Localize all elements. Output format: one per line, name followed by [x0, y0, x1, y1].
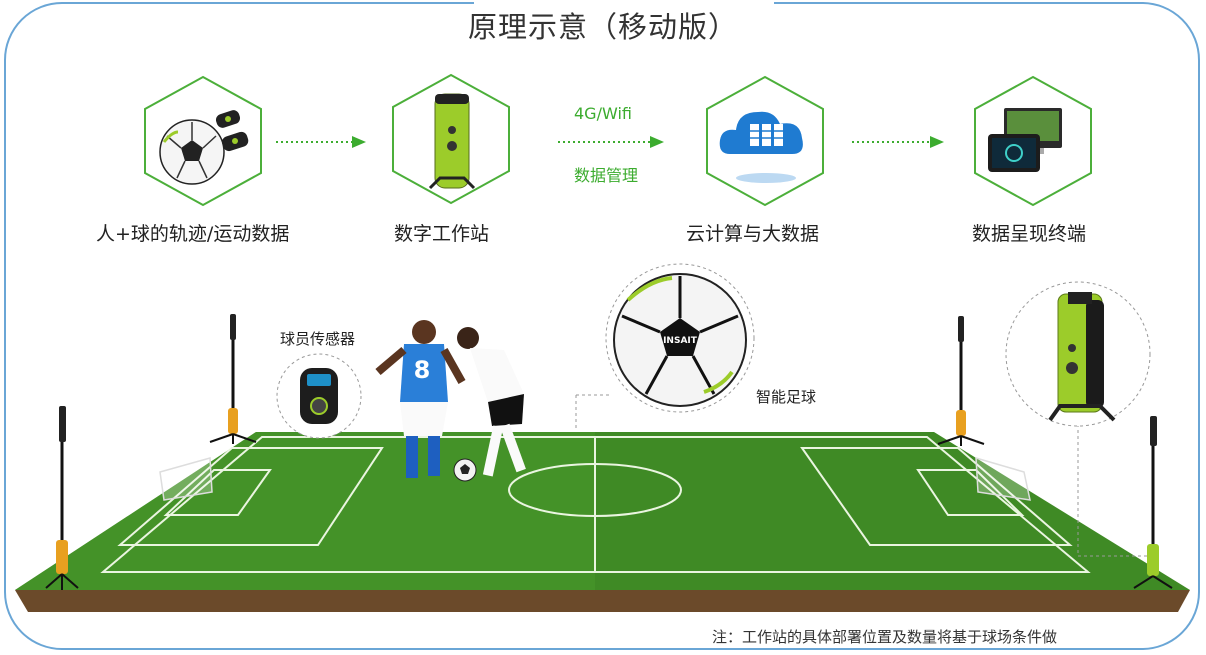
flow-label-cloud: 云计算与大数据	[686, 223, 820, 245]
tower-left-front	[45, 406, 79, 590]
arrow-1	[276, 136, 366, 148]
flow-label-workstation: 数字工作站	[394, 223, 490, 245]
field-lines	[100, 436, 1091, 573]
field-soil	[15, 590, 1190, 612]
smart-ball-label: 智能足球	[756, 388, 817, 406]
jersey-number: 8	[414, 356, 431, 384]
workstation-hexagon	[390, 72, 512, 206]
callout-lines	[575, 394, 1148, 557]
deployment-note: 注：工作站的具体部署位置及数量将基于球场条件做	[712, 628, 1058, 646]
tower-left-back	[209, 314, 257, 444]
soccer-ball-sensors-icon	[159, 110, 249, 185]
cloud-hexagon	[704, 74, 826, 208]
player-sensor-callout	[276, 353, 362, 439]
player-sensor-label: 球员传感器	[280, 330, 356, 348]
link-label-data-management: 数据管理	[574, 166, 639, 185]
link-label-network: 4G/Wifi	[574, 104, 632, 123]
goal-nets	[159, 456, 1031, 501]
flow-label-tracking: 人+球的轨迹/运动数据	[96, 223, 290, 245]
arrow-3	[852, 136, 944, 148]
ball-brand-text: INSAIT	[663, 336, 698, 346]
diagram-title: 原理示意（移动版）	[467, 10, 738, 44]
player-white	[457, 327, 526, 477]
arrow-2	[558, 136, 664, 148]
flow-label-display: 数据呈现终端	[972, 223, 1087, 245]
sensor-towers	[45, 314, 1173, 590]
player-blue	[375, 320, 466, 478]
smart-ball-callout	[605, 263, 755, 413]
tower-right-back	[937, 316, 985, 446]
game-ball	[453, 458, 477, 482]
workstation-callout	[1005, 281, 1151, 427]
workstation-icon	[428, 93, 476, 190]
tower-right-front	[1133, 416, 1173, 589]
display-hexagon	[972, 74, 1094, 208]
ball-sensor-hexagon	[142, 74, 264, 208]
display-devices-icon	[988, 108, 1062, 172]
cloud-server-icon	[719, 111, 803, 183]
